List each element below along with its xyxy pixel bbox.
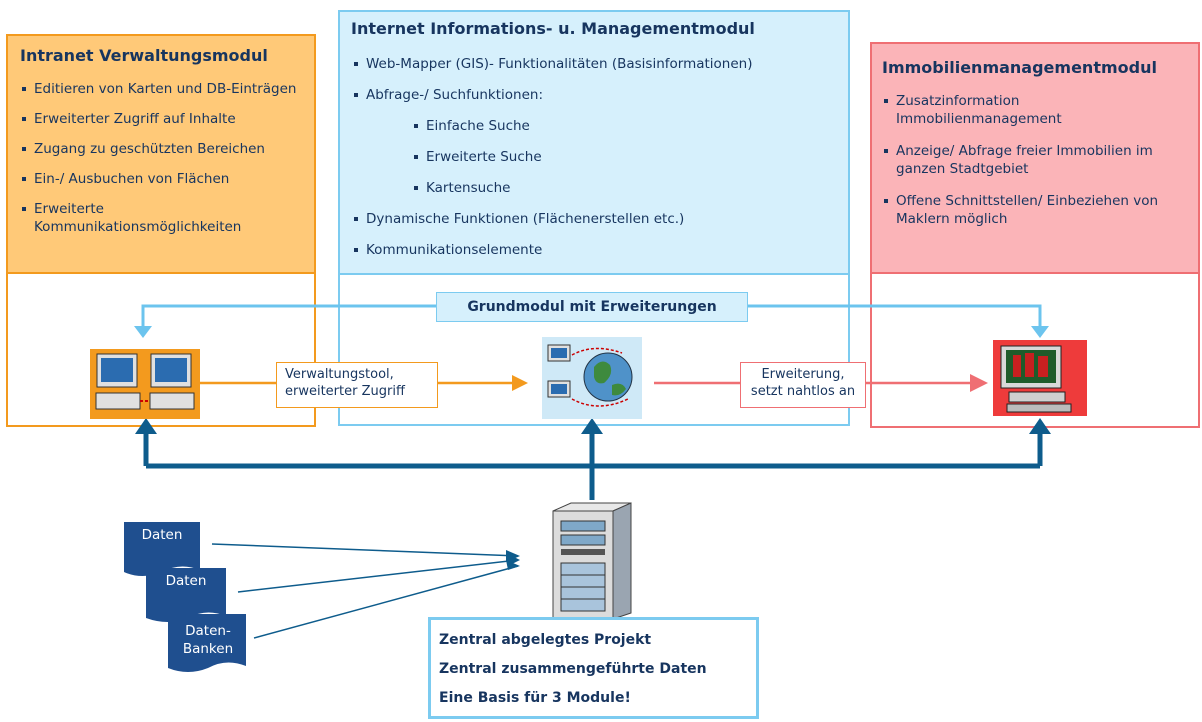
intranet-module-title: Intranet Verwaltungsmodul — [20, 46, 268, 65]
immobilien-module-list: Zusatzinformation Immobilienmanagement A… — [884, 92, 1184, 228]
central-line: Eine Basis für 3 Module! — [439, 690, 631, 706]
sky-arrowhead-left — [134, 326, 152, 338]
internet-module-title: Internet Informations- u. Managementmodu… — [351, 19, 755, 38]
central-line: Zentral abgelegtes Projekt — [439, 632, 652, 648]
list-item: Offene Schnittstellen/ Einbeziehen von M… — [884, 192, 1184, 228]
immobilien-module-panel: Immobilienmanagementmodul Zusatzinformat… — [870, 42, 1200, 274]
sky-connector-left — [141, 304, 436, 334]
list-item: Einfache Suche — [414, 117, 834, 135]
list-item: Zugang zu geschützten Bereichen — [22, 140, 302, 158]
list-item: Abfrage-/ Suchfunktionen: — [354, 86, 834, 104]
list-item: Editieren von Karten und DB-Einträgen — [22, 80, 302, 98]
central-project-box: Zentral abgelegtes Projekt Zentral zusam… — [428, 617, 759, 719]
sky-arrowhead-right — [1031, 326, 1049, 338]
internet-module-list: Web-Mapper (GIS)- Funktionalitäten (Basi… — [354, 55, 834, 259]
central-line: Zentral zusammengeführte Daten — [439, 661, 707, 677]
internet-module-panel: Internet Informations- u. Managementmodu… — [338, 10, 850, 275]
list-item: Erweiterte Suche — [414, 148, 834, 166]
immo-computer-icon — [993, 340, 1087, 416]
list-item: Anzeige/ Abfrage freier Immobilien im ga… — [884, 142, 1184, 178]
blue-arrowhead-left — [135, 418, 157, 434]
central-server-icon — [543, 501, 639, 621]
list-item: Erweiterter Zugriff auf Inhalte — [22, 110, 302, 128]
sky-connector-right — [748, 304, 1042, 334]
web-server-globe-icon — [542, 337, 642, 419]
intranet-module-panel: Intranet Verwaltungsmodul Editieren von … — [6, 34, 316, 274]
grundmodul-label: Grundmodul mit Erweiterungen — [436, 292, 748, 322]
list-item: Erweiterte Kommunikationsmöglichkeiten — [22, 200, 302, 236]
connector-label-left: Verwaltungstool, erweiterter Zugriff — [276, 362, 438, 408]
database-label-text: Daten-Banken — [182, 623, 234, 657]
list-item: Kommunikationselemente — [354, 241, 834, 259]
list-item: Ein-/ Ausbuchen von Flächen — [22, 170, 302, 188]
blue-arrowhead-right — [1029, 418, 1051, 434]
intranet-module-list: Editieren von Karten und DB-Einträgen Er… — [22, 80, 302, 236]
data-source-label: Daten — [124, 527, 200, 543]
immobilien-module-title: Immobilienmanagementmodul — [882, 58, 1157, 77]
orange-arrowhead — [512, 375, 528, 391]
data-source-label: Daten — [165, 573, 207, 589]
list-item: Web-Mapper (GIS)- Funktionalitäten (Basi… — [354, 55, 834, 73]
blue-arrowhead-center — [581, 418, 603, 434]
list-item: Kartensuche — [414, 179, 834, 197]
list-item: Dynamische Funktionen (Flächenerstellen … — [354, 210, 834, 228]
connector-label-right: Erweiterung, setzt nahtlos an — [740, 362, 866, 408]
admin-workstations-icon — [90, 349, 200, 419]
red-arrowhead — [970, 374, 988, 392]
list-item: Zusatzinformation Immobilienmanagement — [884, 92, 1184, 128]
database-label: Daten-Banken — [170, 622, 246, 658]
